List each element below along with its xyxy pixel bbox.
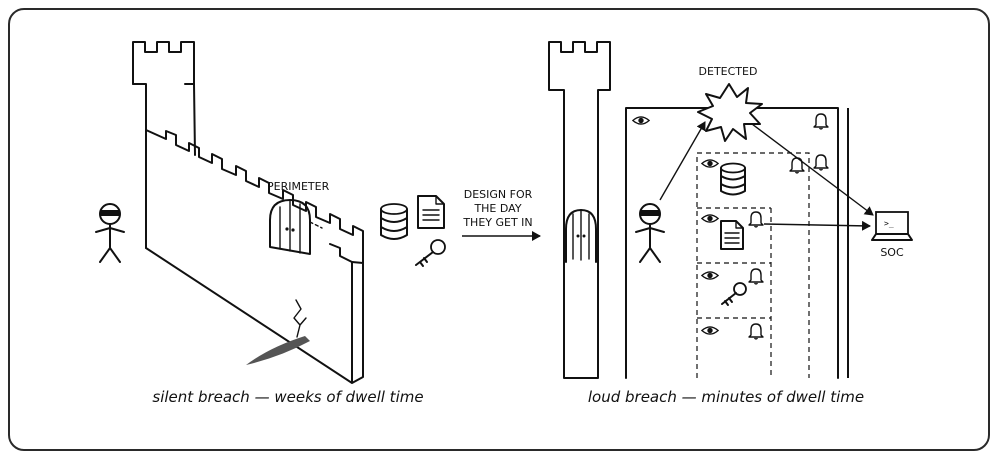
eye-icon [701, 159, 719, 168]
arrow-label-line-1: DESIGN FOR [464, 188, 533, 201]
arrow-label-line-3: THEY GET IN [462, 216, 532, 229]
wall-crack [246, 299, 310, 365]
arched-door-icon [565, 209, 597, 263]
detected-label: DETECTED [699, 65, 758, 78]
eye-icon [701, 271, 719, 280]
left-castle-wall [132, 41, 364, 384]
castle-tower-icon [548, 41, 611, 379]
intruder-icon [95, 203, 125, 263]
database-icon [720, 162, 746, 196]
document-icon [720, 220, 744, 250]
design-for-arrow: DESIGN FOR THE DAY THEY GET IN [462, 188, 541, 241]
document-icon [417, 195, 445, 229]
arrow-label-line-2: THE DAY [473, 202, 521, 215]
left-caption: silent breach — weeks of dwell time [152, 388, 423, 406]
eye-icon [701, 214, 719, 223]
database-icon [380, 203, 408, 240]
bell-icon [813, 154, 829, 171]
key-icon [415, 239, 446, 267]
bell-icon [748, 268, 764, 285]
bell-icon [813, 113, 829, 130]
laptop-icon: >_ [871, 211, 913, 241]
alert-arrows [659, 121, 874, 231]
bell-icon [748, 323, 764, 340]
detected-burst: DETECTED [697, 65, 763, 142]
bell-icon [789, 157, 805, 174]
eye-icon [701, 326, 719, 335]
key-icon [721, 282, 747, 306]
perimeter-door [269, 199, 323, 255]
intruder-icon [635, 203, 665, 263]
eye-icon [632, 116, 650, 125]
diagram-frame [8, 8, 990, 451]
perimeter-label: PERIMETER [267, 180, 330, 193]
bell-icon [748, 211, 764, 228]
soc-screen-text: >_ [884, 219, 894, 228]
right-caption: loud breach — minutes of dwell time [588, 388, 864, 406]
soc-label: SOC [880, 246, 904, 259]
